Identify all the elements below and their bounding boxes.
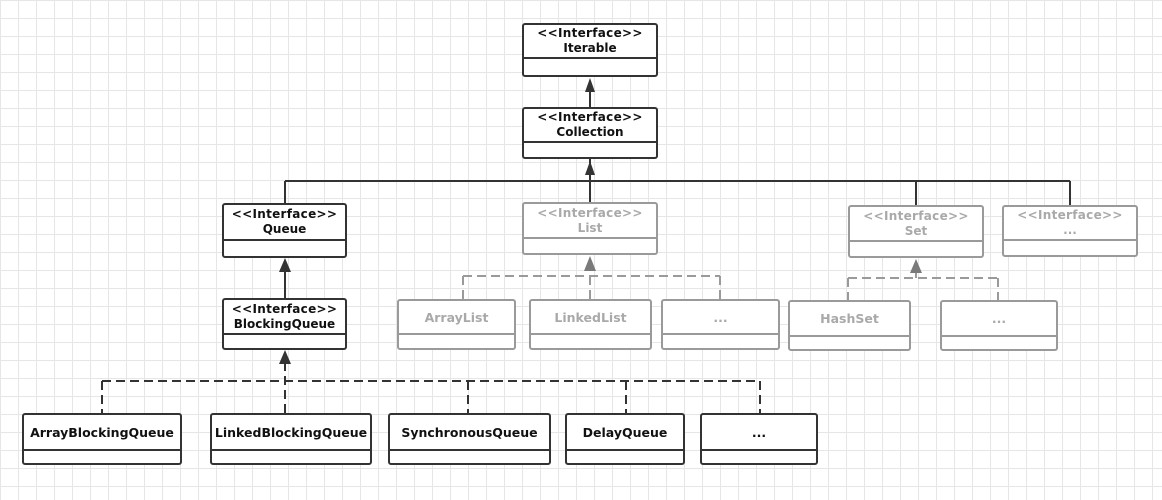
class-name: HashSet xyxy=(820,311,879,326)
set-interface-box[interactable]: <<Interface>> Set xyxy=(848,205,984,258)
class-name: LinkedList xyxy=(554,309,627,325)
class-body xyxy=(399,335,514,348)
arrayblockingqueue-class-box[interactable]: ArrayBlockingQueue xyxy=(22,413,182,465)
edge-set-implementations xyxy=(847,273,999,300)
class-name: DelayQueue xyxy=(582,424,668,440)
class-name: ArrayList xyxy=(424,309,489,325)
class-body xyxy=(663,335,778,348)
class-name: ... xyxy=(1063,223,1077,237)
synchronousqueue-class-box[interactable]: SynchronousQueue xyxy=(388,413,551,465)
class-body xyxy=(390,451,549,463)
collection-interface-box[interactable]: <<Interface>> Collection xyxy=(522,107,658,159)
class-body xyxy=(524,143,656,157)
class-name: ... xyxy=(713,309,728,325)
edge-list-implementations xyxy=(462,270,721,299)
class-body xyxy=(524,239,656,253)
stereotype-label: <<Interface>> xyxy=(231,207,338,221)
arrowhead-blockingqueue xyxy=(279,350,291,364)
class-body xyxy=(24,451,180,463)
edge-blockingqueue-implementations xyxy=(101,362,761,413)
stereotype-label: <<Interface>> xyxy=(537,110,643,124)
class-body xyxy=(224,335,345,348)
blockingqueue-interface-box[interactable]: <<Interface>> BlockingQueue xyxy=(222,298,347,350)
class-body xyxy=(850,242,982,256)
more-interfaces-box[interactable]: <<Interface>> ... xyxy=(1002,205,1138,257)
class-body xyxy=(790,337,909,349)
more-list-classes-box[interactable]: ... xyxy=(661,299,780,350)
class-body xyxy=(567,451,683,463)
class-name: Collection xyxy=(556,125,624,139)
iterable-interface-box[interactable]: <<Interface>> Iterable xyxy=(522,23,658,77)
arrowhead-queue xyxy=(279,258,291,272)
edge-collection-children xyxy=(284,159,1071,205)
class-name: SynchronousQueue xyxy=(401,424,538,440)
delayqueue-class-box[interactable]: DelayQueue xyxy=(565,413,685,465)
class-body xyxy=(942,337,1056,349)
stereotype-label: <<Interface>> xyxy=(231,301,338,316)
stereotype-label: <<Interface>> xyxy=(537,205,643,220)
class-body xyxy=(224,241,345,256)
queue-interface-box[interactable]: <<Interface>> Queue xyxy=(222,203,347,258)
class-body xyxy=(531,335,650,348)
class-name: LinkedBlockingQueue xyxy=(214,424,368,440)
linkedblockingqueue-class-box[interactable]: LinkedBlockingQueue xyxy=(210,413,372,465)
arraylist-class-box[interactable]: ArrayList xyxy=(397,299,516,350)
more-set-classes-box[interactable]: ... xyxy=(940,300,1058,351)
class-name: Iterable xyxy=(563,41,617,55)
class-name: ... xyxy=(991,311,1007,326)
hashset-class-box[interactable]: HashSet xyxy=(788,300,911,351)
class-name: Queue xyxy=(262,222,307,236)
class-body xyxy=(702,451,816,463)
stereotype-label: <<Interface>> xyxy=(863,208,969,223)
arrowhead-list xyxy=(584,256,596,271)
arrowhead-iterable xyxy=(585,78,595,92)
class-name: List xyxy=(577,220,603,235)
more-blockingqueue-classes-box[interactable]: ... xyxy=(700,413,818,465)
class-body xyxy=(1004,241,1136,255)
class-body xyxy=(212,451,370,463)
arrowhead-collection xyxy=(585,161,595,175)
class-name: BlockingQueue xyxy=(233,316,336,331)
class-name: ArrayBlockingQueue xyxy=(30,424,174,440)
class-name: Set xyxy=(904,223,928,238)
class-body xyxy=(524,59,656,75)
list-interface-box[interactable]: <<Interface>> List xyxy=(522,202,658,255)
linkedlist-class-box[interactable]: LinkedList xyxy=(529,299,652,350)
stereotype-label: <<Interface>> xyxy=(1017,208,1123,222)
class-name: ... xyxy=(751,424,767,440)
arrowhead-set xyxy=(910,259,922,273)
stereotype-label: <<Interface>> xyxy=(537,26,643,40)
